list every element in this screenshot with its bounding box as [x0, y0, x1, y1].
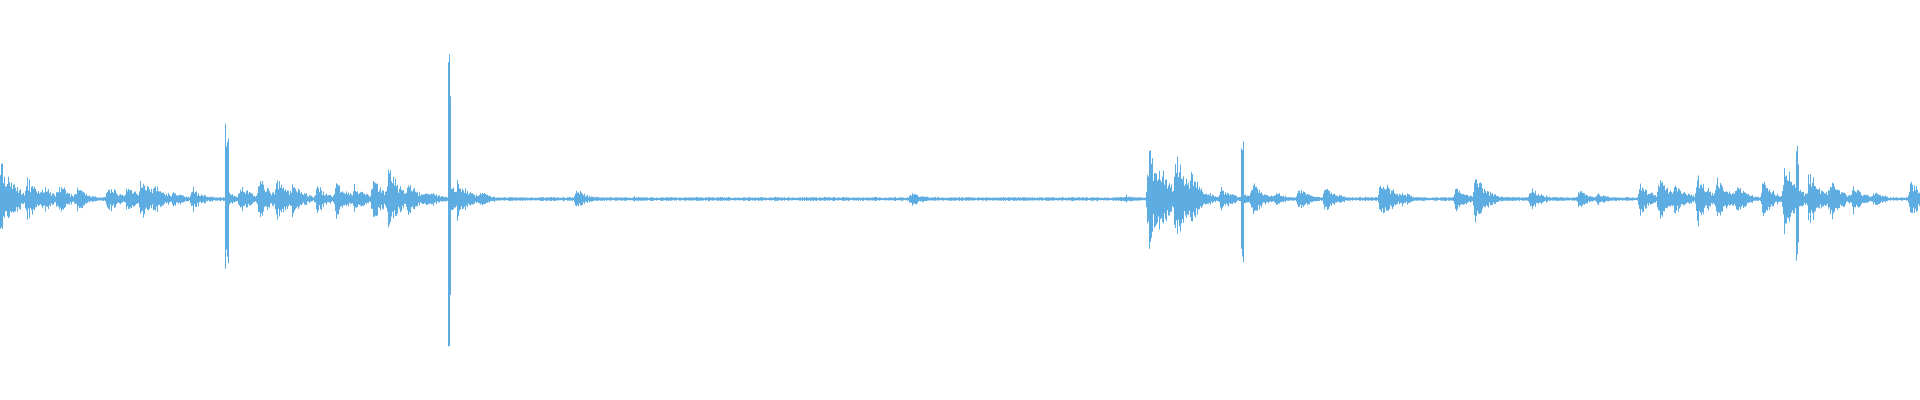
waveform-peaks	[0, 54, 1920, 347]
